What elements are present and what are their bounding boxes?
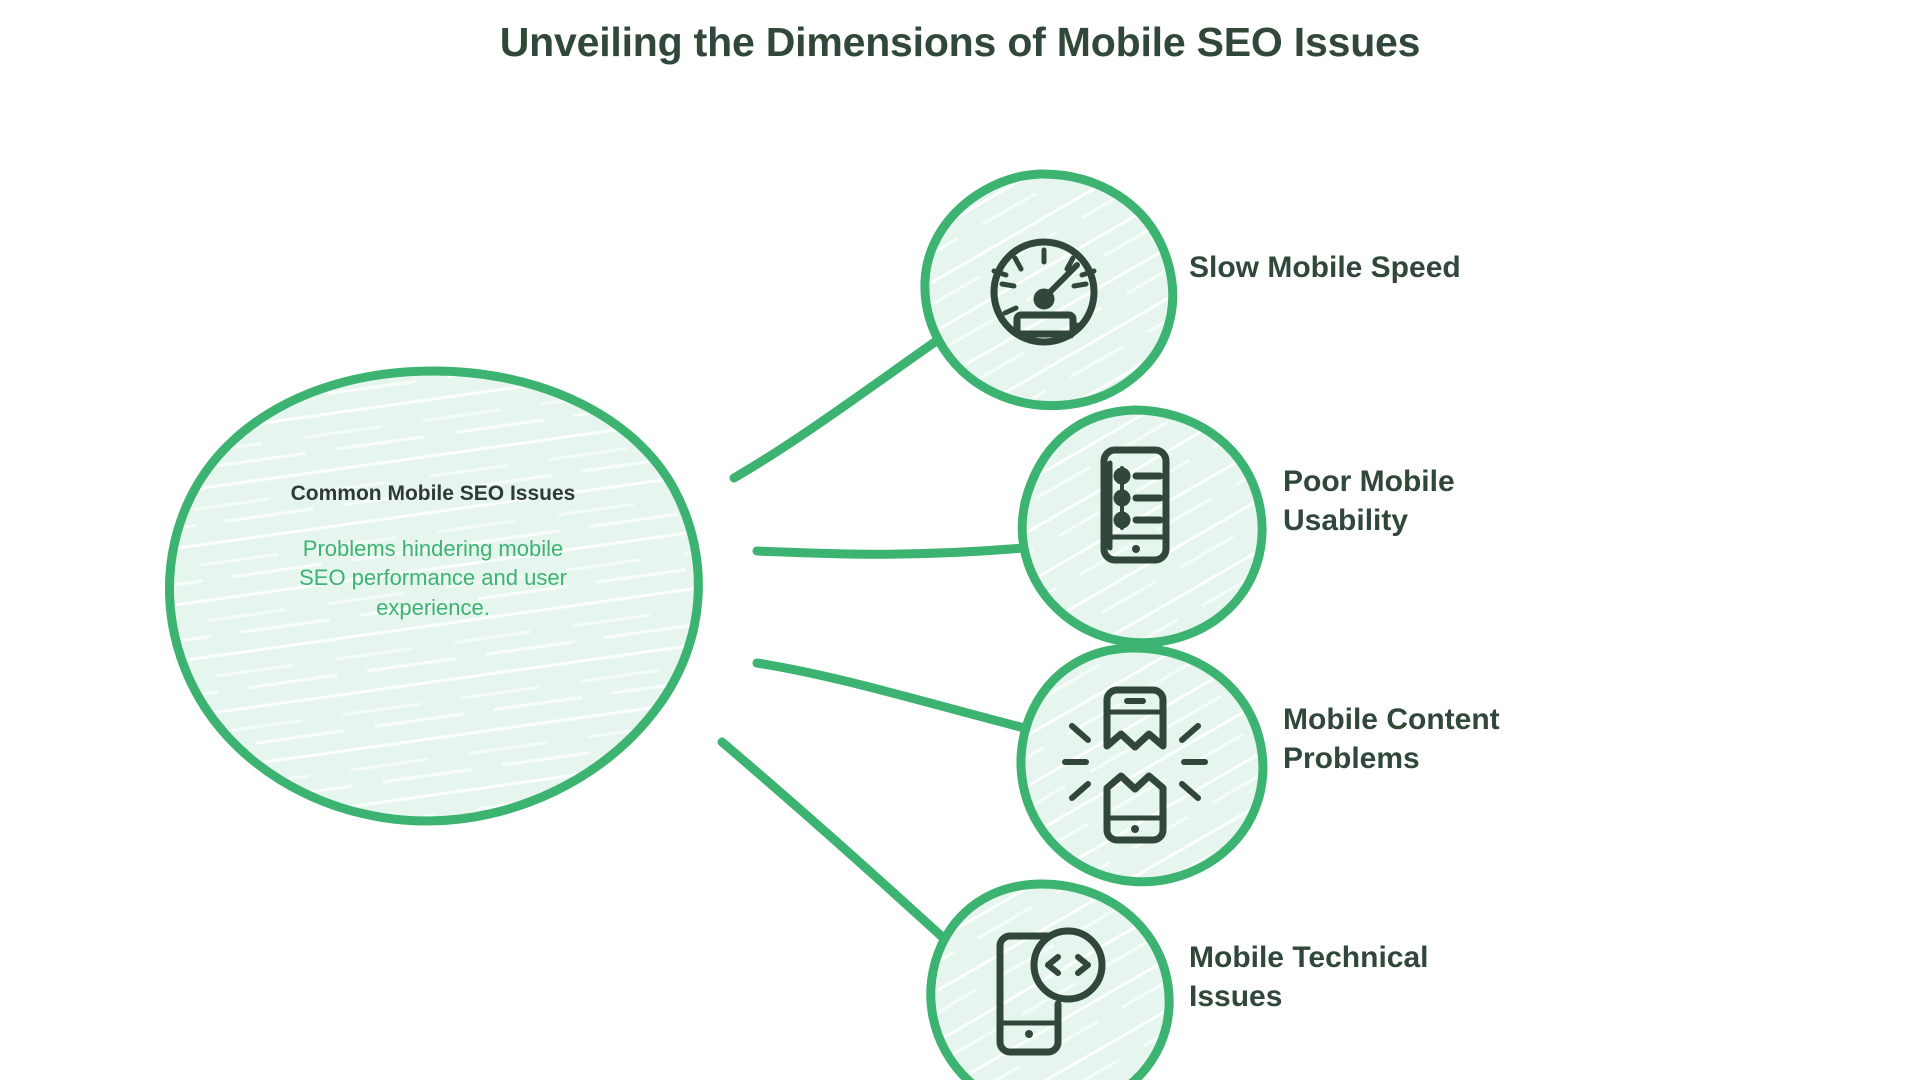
connector-to-poor-mobile-usability — [752, 542, 1041, 559]
connector-to-mobile-technical-issues — [717, 737, 955, 949]
node-circle-4 — [926, 879, 1174, 1080]
branch-label-poor-mobile-usability: Poor Mobile Usability — [1283, 465, 1455, 537]
node-mobile-content-problems[interactable] — [1016, 643, 1268, 887]
broken-phone-icon — [1062, 686, 1208, 844]
node-mobile-technical-issues[interactable] — [926, 879, 1174, 1080]
hub-node[interactable] — [165, 366, 703, 826]
mobile-settings-icon — [1100, 446, 1170, 564]
connector-group — [717, 325, 1041, 949]
node-poor-mobile-usability[interactable] — [1017, 405, 1267, 648]
speedometer-icon — [990, 238, 1098, 346]
hub-circle-shape — [165, 366, 703, 826]
connector-to-slow-mobile-speed — [729, 325, 957, 483]
branch-label-slow-mobile-speed: Slow Mobile Speed — [1189, 251, 1461, 284]
node-circle-3 — [1016, 643, 1268, 887]
mobile-code-icon — [996, 927, 1106, 1056]
node-circle-2 — [1017, 405, 1267, 648]
branch-label-mobile-technical-issues: Mobile Technical Issues — [1189, 941, 1429, 1013]
connector-to-mobile-content-problems — [752, 658, 1041, 736]
branch-label-mobile-content-problems: Mobile Content Problems — [1283, 703, 1500, 775]
node-slow-mobile-speed[interactable] — [920, 169, 1178, 411]
page-title: Unveiling the Dimensions of Mobile SEO I… — [499, 19, 1421, 65]
